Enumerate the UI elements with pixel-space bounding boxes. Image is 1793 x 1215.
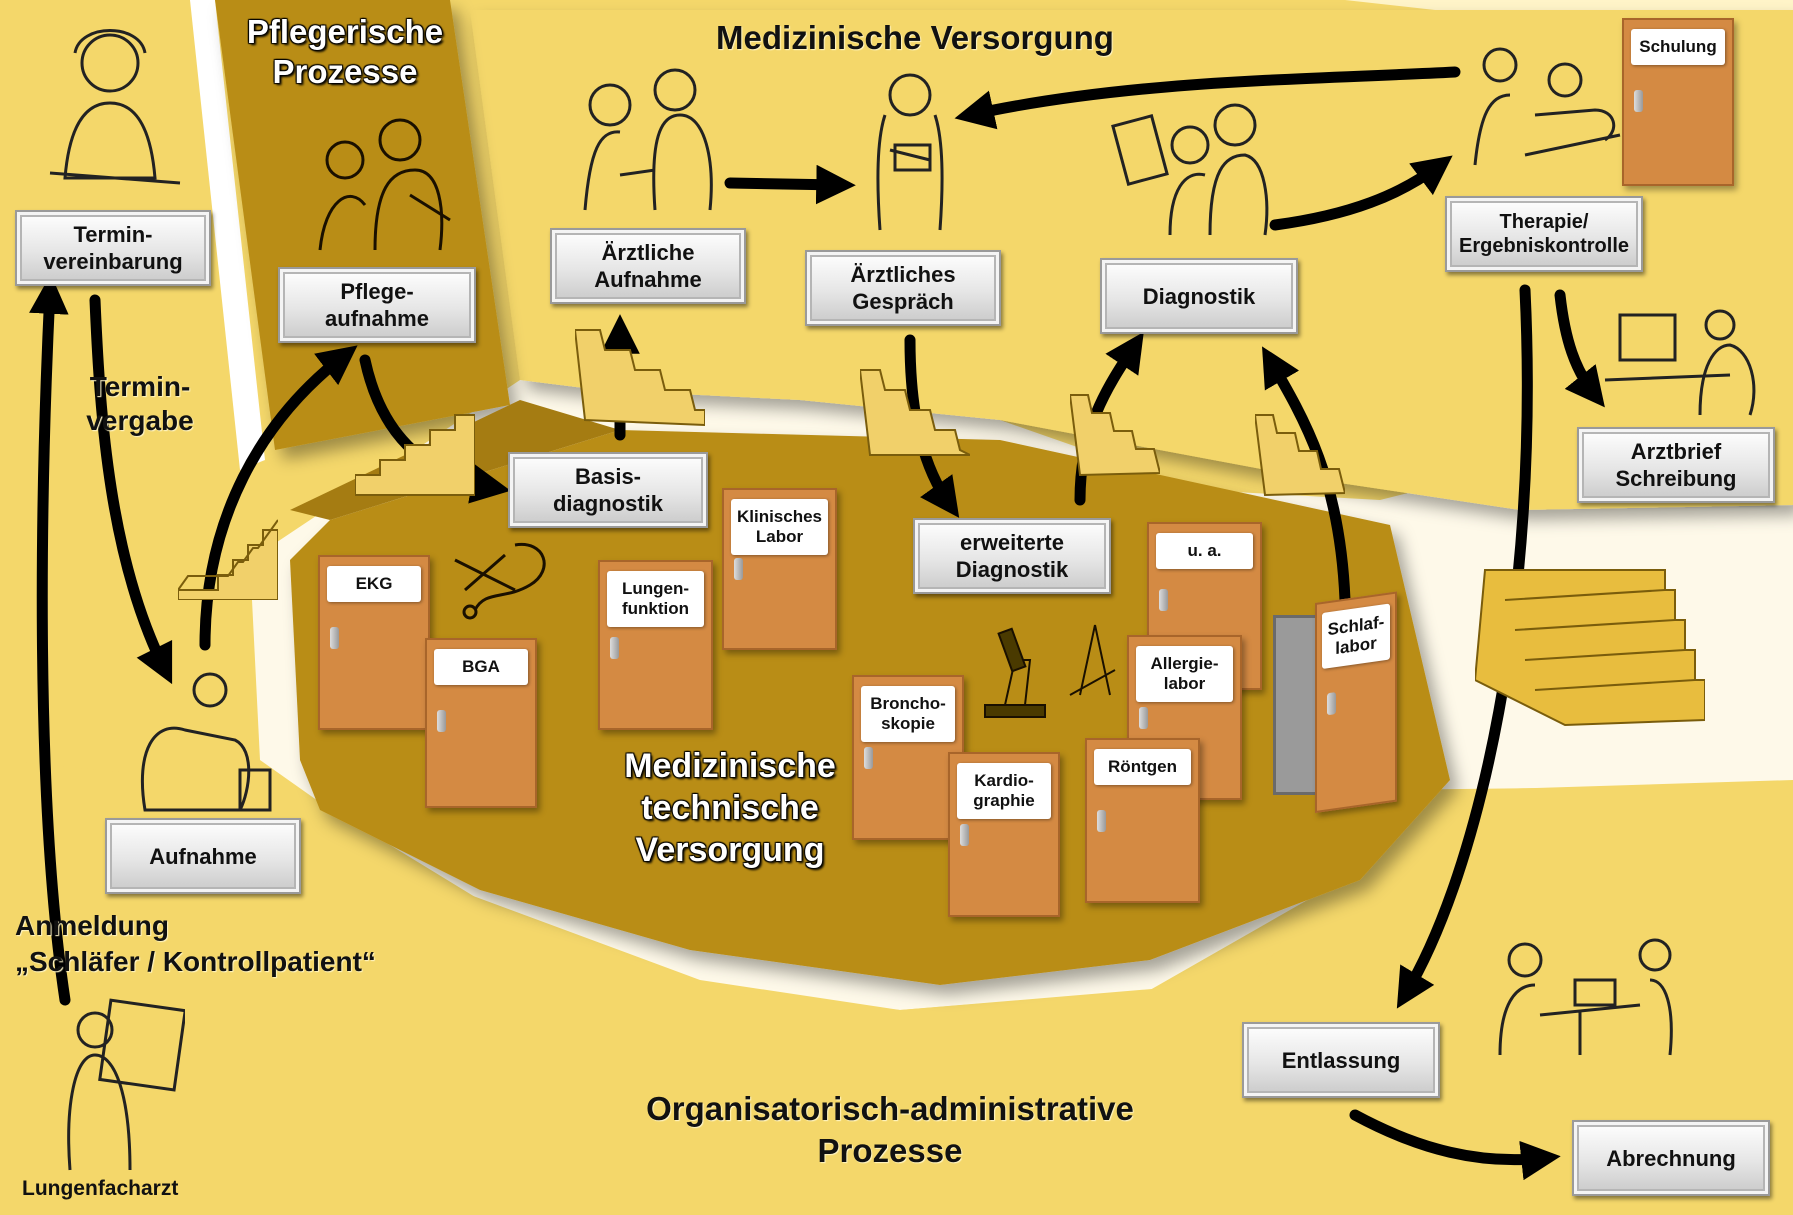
stairs-icon — [1070, 394, 1160, 477]
title-organisatorisch-administrative-prozesse: Organisatorisch-administrative Prozesse — [646, 1090, 1134, 1169]
nurse-patient-figure-icon — [318, 118, 451, 251]
arrow-anmeldung-to-termin — [29, 274, 71, 1006]
arrow-termin-to-aufnahme — [89, 294, 173, 685]
microscope-icon — [984, 624, 1116, 718]
door-label: Kardio- graphie — [957, 763, 1051, 819]
door-bronchoskopie: Broncho- skopie — [852, 675, 964, 840]
door-klinisches-labor: Klinisches Labor — [722, 488, 837, 650]
admin-area-panel — [1210, 785, 1793, 1215]
door-handle-icon — [734, 558, 743, 580]
stairs-icon — [178, 519, 278, 600]
door-handle-icon — [330, 627, 339, 649]
stairs-icon — [575, 329, 705, 427]
title-medizinisch-technische-versorgung: Medizinische technische Versorgung — [624, 747, 836, 869]
door-handle-icon — [1634, 90, 1643, 112]
sign-therapie-ergebniskontrolle: Therapie/ Ergebniskontrolle — [1445, 196, 1643, 272]
arrow-entlassung-to-abrechnung — [1349, 1109, 1561, 1181]
arrow-aufnahme-to-gespraech — [724, 164, 856, 205]
door-handle-icon — [437, 710, 446, 732]
pulmonologist-figure-icon — [67, 998, 185, 1171]
door-handle-icon — [1327, 692, 1336, 716]
stairs-icon — [355, 414, 475, 496]
door-ekg: EKG — [318, 555, 430, 730]
walkway-gap — [190, 0, 265, 470]
door-label: BGA — [434, 649, 528, 685]
stairs-icon — [860, 369, 970, 456]
sign-diagnostik: Diagnostik — [1100, 258, 1298, 334]
doctor-figure-icon — [876, 73, 944, 231]
stairs-icon — [1475, 569, 1705, 727]
title-medizinische-versorgung: Medizinische Versorgung — [716, 19, 1114, 56]
sign-aerztliche-aufnahme: Ärztliche Aufnahme — [550, 228, 746, 304]
sign-abrechnung: Abrechnung — [1572, 1120, 1770, 1196]
label-lungenfacharzt: Lungenfacharzt — [22, 1177, 179, 1200]
door-handle-icon — [610, 637, 619, 659]
receptionist-figure-icon — [49, 29, 181, 185]
sign-arztbrief-schreibung: Arztbrief Schreibung — [1577, 427, 1775, 503]
open-doorway — [1273, 615, 1318, 795]
door-kardiographie: Kardio- graphie — [948, 752, 1060, 917]
arrow-therapie-to-gespraech — [954, 66, 1461, 130]
door-label: Röntgen — [1094, 749, 1191, 785]
door-label: Schlaf- labor — [1322, 603, 1390, 670]
sign-erweiterte-diagnostik: erweiterte Diagnostik — [913, 518, 1111, 594]
sign-entlassung: Entlassung — [1242, 1022, 1440, 1098]
title-pflegerische-prozesse: Pflegerische Prozesse — [246, 13, 444, 90]
door-handle-icon — [960, 824, 969, 846]
label-termin-vergabe: Termin- vergabe — [86, 371, 194, 436]
door-label: Allergie- labor — [1136, 646, 1233, 702]
door-label: u. a. — [1156, 533, 1253, 569]
admin-area-panel-left — [0, 760, 1260, 1215]
doctor-patient-figure-icon — [583, 68, 713, 211]
sign-terminvereinbarung: Termin- vereinbarung — [15, 210, 211, 286]
arrow-therapie-to-arztbrief — [1554, 289, 1605, 408]
door-label: Schulung — [1631, 29, 1725, 65]
door-handle-icon — [1159, 589, 1168, 611]
discharge-figure-icon — [1498, 938, 1673, 1056]
door-handle-icon — [864, 747, 873, 769]
door-schulung: Schulung — [1622, 18, 1734, 186]
diagnostics-team-figure-icon — [1111, 103, 1269, 236]
arrow-therapie-to-entlassung — [1396, 284, 1533, 1009]
door-roentgen: Röntgen — [1085, 738, 1200, 903]
sign-aerztliches-gespraech: Ärztliches Gespräch — [805, 250, 1001, 326]
sign-aufnahme: Aufnahme — [105, 818, 301, 894]
sign-pflegeaufnahme: Pflege- aufnahme — [278, 267, 476, 343]
waiting-patient-figure-icon — [140, 672, 272, 812]
stairs-icon — [1255, 414, 1345, 497]
arrow-diagnostik-to-therapie — [1269, 155, 1453, 231]
door-bga: BGA — [425, 638, 537, 808]
flow-arrows — [29, 66, 1605, 1181]
sign-basisdiagnostik: Basis- diagnostik — [508, 452, 708, 528]
door-schlaflabor: Schlaf- labor — [1315, 591, 1397, 813]
door-label: EKG — [327, 566, 421, 602]
stethoscope-icon — [454, 543, 546, 620]
door-handle-icon — [1139, 707, 1148, 729]
door-label: Lungen- funktion — [607, 571, 704, 627]
door-label: Broncho- skopie — [861, 686, 955, 742]
therapy-figure-icon — [1473, 47, 1621, 166]
door-label: Klinisches Labor — [731, 499, 828, 555]
label-anmeldung: Anmeldung „Schläfer / Kontrollpatient“ — [15, 910, 376, 977]
door-lungenfunktion: Lungen- funktion — [598, 560, 713, 730]
door-handle-icon — [1097, 810, 1106, 832]
physician-writing-figure-icon — [1604, 309, 1756, 416]
